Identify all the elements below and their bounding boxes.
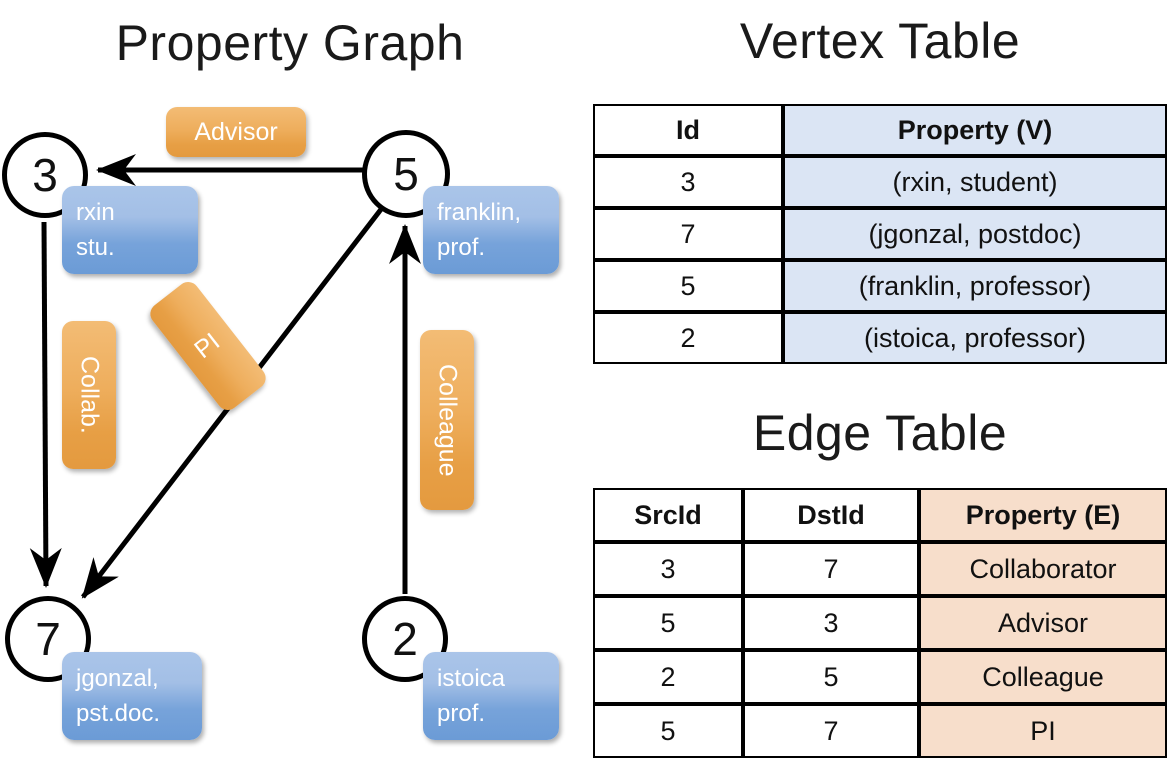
edge-cell-srcid: 2 — [593, 650, 743, 704]
edge-cell-property: PI — [919, 704, 1167, 758]
page-title-property-graph: Property Graph — [115, 15, 465, 71]
edge-cell-srcid: 5 — [593, 596, 743, 650]
node-property-line: pst.doc. — [76, 699, 161, 727]
vertex-cell-property: (rxin, student) — [783, 156, 1167, 208]
graph-node-5[interactable]: 5 — [362, 130, 450, 218]
node-property-line: rxin — [76, 199, 115, 226]
edge-cell-dstid: 7 — [743, 704, 919, 758]
vertex-cell-id: 5 — [593, 260, 783, 312]
edge-label-collab: Collab. — [62, 321, 116, 469]
edge-cell-srcid: 3 — [593, 542, 743, 596]
edge-label-advisor: Advisor — [166, 107, 306, 157]
vertex-col-header-property: Property (V) — [783, 104, 1167, 156]
node-property-line: stu. — [76, 233, 115, 261]
edge-label-text: Advisor — [194, 117, 278, 146]
table-row: 3 (rxin, student) — [593, 156, 1167, 208]
node-property-box-7: jgonzal, pst.doc. — [62, 652, 202, 740]
graph-node-2-label: 2 — [392, 613, 418, 665]
table-row: 2 (istoica, professor) — [593, 312, 1167, 364]
vertex-cell-id: 7 — [593, 208, 783, 260]
edge-cell-property: Advisor — [919, 596, 1167, 650]
vertex-col-header-id: Id — [593, 104, 783, 156]
vertex-table: Id Property (V) 3 (rxin, student) 7 (jgo… — [593, 104, 1167, 364]
edge-col-header-srcid: SrcId — [593, 488, 743, 542]
vertex-cell-id: 3 — [593, 156, 783, 208]
edge-label-text: Collab. — [75, 356, 104, 434]
edge-label-colleague: Colleague — [420, 330, 474, 510]
node-property-line: prof. — [437, 699, 486, 727]
table-header-row: Id Property (V) — [593, 104, 1167, 156]
node-property-box-3: rxin stu. — [62, 186, 198, 274]
edge-3-to-7 — [29, 221, 62, 588]
graph-node-7-label: 7 — [35, 613, 61, 665]
edge-col-header-dstid: DstId — [743, 488, 919, 542]
vertex-cell-property: (jgonzal, postdoc) — [783, 208, 1167, 260]
vertex-cell-property: (franklin, professor) — [783, 260, 1167, 312]
graph-node-3-label: 3 — [32, 149, 58, 201]
vertex-cell-id: 2 — [593, 312, 783, 364]
table-row: 5 7 PI — [593, 704, 1167, 758]
table-header-row: SrcId DstId Property (E) — [593, 488, 1167, 542]
node-property-line: prof. — [437, 233, 486, 261]
edge-label-text: Colleague — [433, 363, 462, 477]
edge-cell-dstid: 3 — [743, 596, 919, 650]
table-row: 3 7 Collaborator — [593, 542, 1167, 596]
edge-col-header-property: Property (E) — [919, 488, 1167, 542]
property-graph-diagram: 3 5 7 2 rxin stu. franklin, prof. jgonza… — [2, 107, 559, 740]
edge-table: SrcId DstId Property (E) 3 7 Collaborato… — [593, 488, 1167, 758]
graph-node-5-label: 5 — [393, 148, 419, 200]
node-property-line: istoica — [437, 665, 506, 692]
edge-cell-dstid: 5 — [743, 650, 919, 704]
page-title-vertex-table: Vertex Table — [739, 13, 1021, 69]
node-property-box-5: franklin, prof. — [423, 186, 559, 274]
edge-cell-property: Collaborator — [919, 542, 1167, 596]
table-row: 5 3 Advisor — [593, 596, 1167, 650]
edge-cell-srcid: 5 — [593, 704, 743, 758]
table-row: 2 5 Colleague — [593, 650, 1167, 704]
node-property-box-2: istoica prof. — [423, 652, 559, 740]
table-row: 5 (franklin, professor) — [593, 260, 1167, 312]
node-property-line: franklin, — [437, 199, 522, 226]
graph-node-2[interactable]: 2 — [362, 596, 448, 682]
edge-cell-property: Colleague — [919, 650, 1167, 704]
edge-label-text: PI — [189, 327, 226, 364]
page-title-edge-table: Edge Table — [752, 405, 1008, 461]
edge-cell-dstid: 7 — [743, 542, 919, 596]
table-row: 7 (jgonzal, postdoc) — [593, 208, 1167, 260]
node-property-line: jgonzal, — [76, 665, 159, 692]
vertex-cell-property: (istoica, professor) — [783, 312, 1167, 364]
